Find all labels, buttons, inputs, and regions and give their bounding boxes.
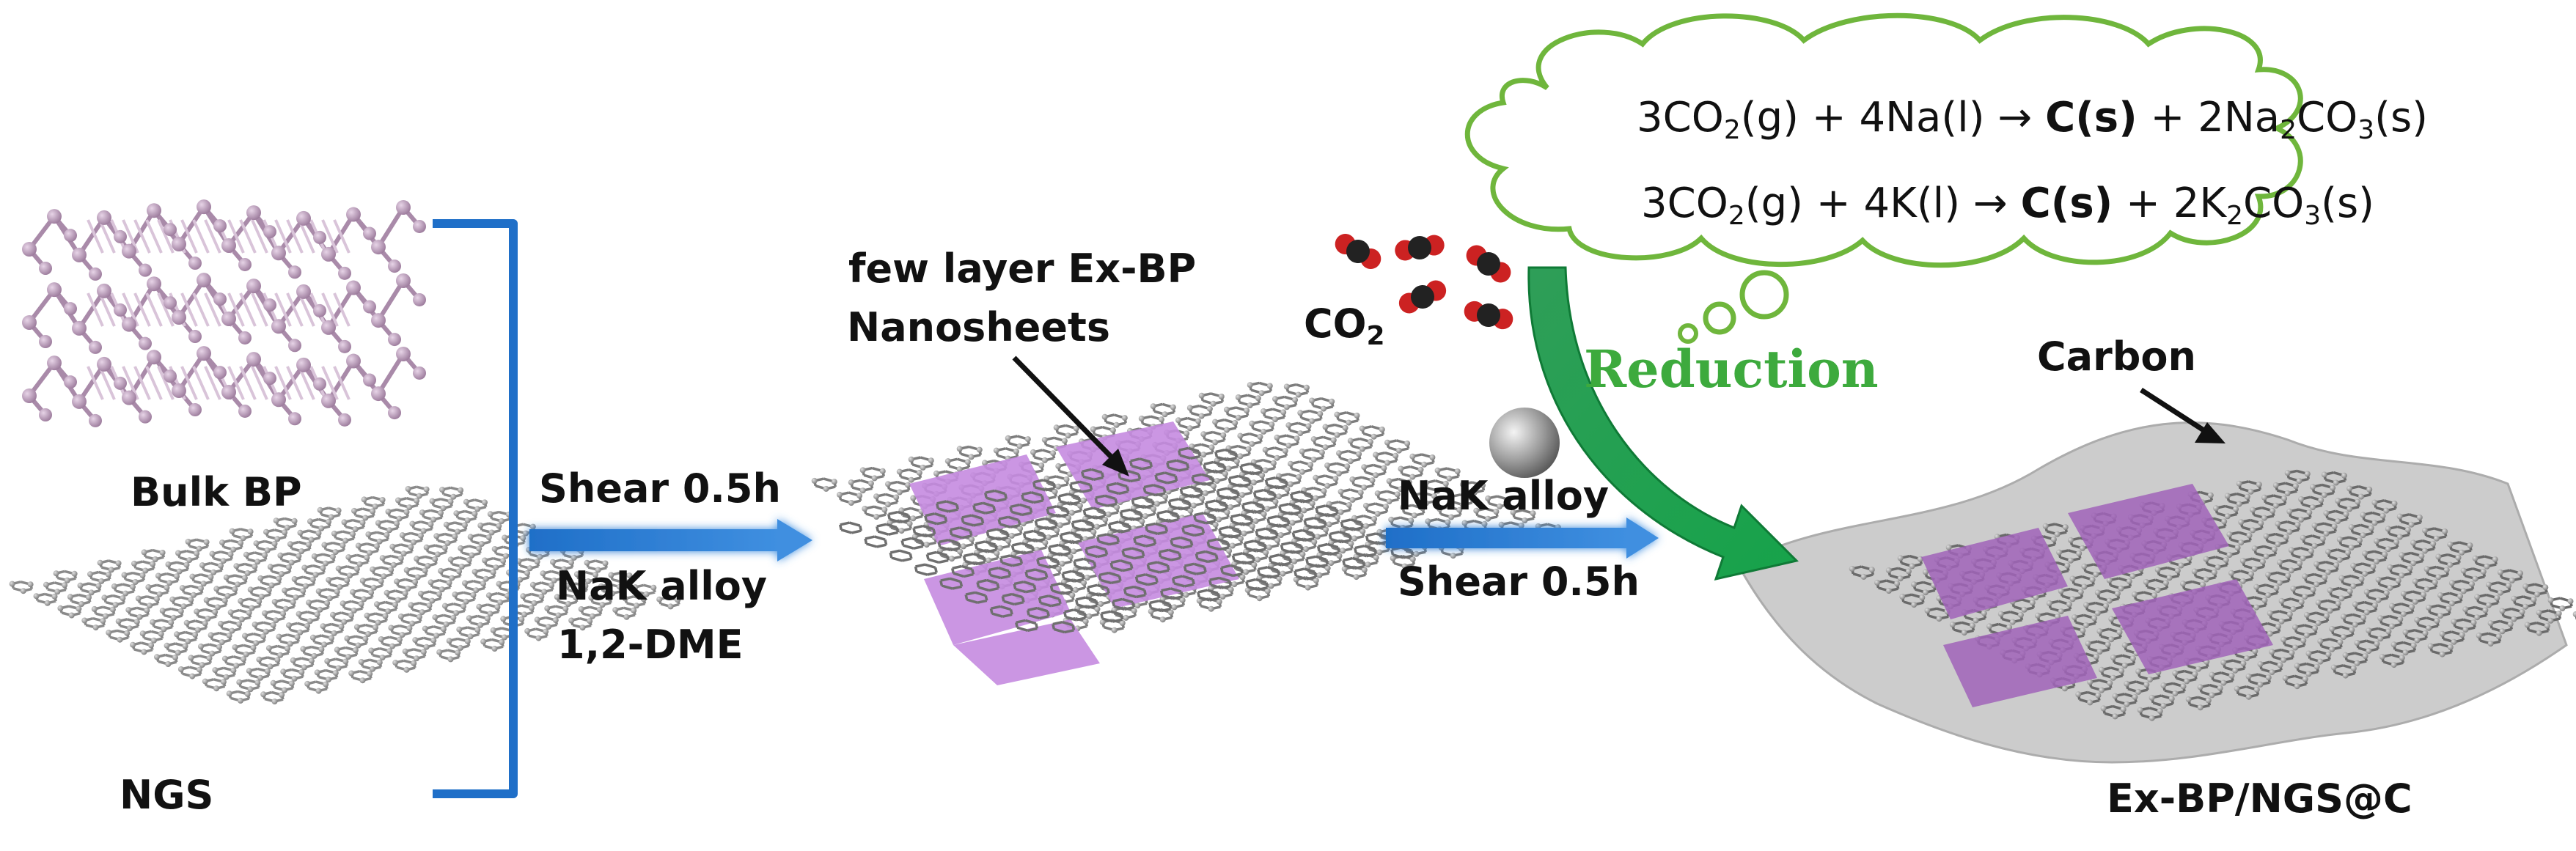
carbon-pointer-arrow (2140, 388, 2225, 443)
reaction-equation-sodium: 3CO2(g) + 4Na(l) → C(s) + 2Na2CO3(s) (1637, 94, 2428, 145)
step2-condition-bottom: Shear 0.5h (1398, 559, 1640, 605)
step1-condition-bottom-2: 1,2-DME (557, 622, 744, 668)
reduction-label: Reduction (1584, 339, 1879, 399)
reduction-arrow (1527, 266, 1799, 581)
product-label: Ex-BP/NGS@C (2107, 776, 2412, 822)
step1-condition-top: Shear 0.5h (539, 465, 781, 512)
nak-alloy-sphere (1489, 408, 1560, 478)
bulk-bp-structure (22, 199, 426, 427)
co2-label-subscript: 2 (1366, 321, 1385, 351)
ex-bp-ngs-at-c-product (1736, 421, 2576, 764)
step-arrow-2 (1386, 517, 1659, 559)
reaction-equation-potassium: 3CO2(g) + 4K(l) → C(s) + 2K2CO3(s) (1641, 180, 2374, 231)
grouping-bracket (433, 219, 518, 798)
co2-label-main: CO (1304, 301, 1367, 347)
ngs-graphene-sheet (9, 485, 681, 704)
nanosheets-label-line-2: Nanosheets (847, 304, 1110, 350)
nanosheets-pointer-arrow (1012, 355, 1129, 476)
step1-condition-bottom-1: NaK alloy (556, 563, 768, 609)
reaction-thought-cloud (1464, 12, 2303, 344)
co2-molecules (1335, 234, 1513, 330)
step2-condition-top: NaK alloy (1398, 473, 1610, 519)
co2-label: CO2 (1304, 301, 1385, 351)
nanosheets-label-line-1: few layer Ex-BP (848, 246, 1197, 292)
ex-bp-ngs-composite (811, 381, 1561, 685)
ngs-label: NGS (120, 772, 214, 818)
bulk-bp-label: Bulk BP (131, 469, 302, 515)
carbon-label: Carbon (2037, 334, 2196, 380)
step-arrow-1 (529, 519, 812, 561)
